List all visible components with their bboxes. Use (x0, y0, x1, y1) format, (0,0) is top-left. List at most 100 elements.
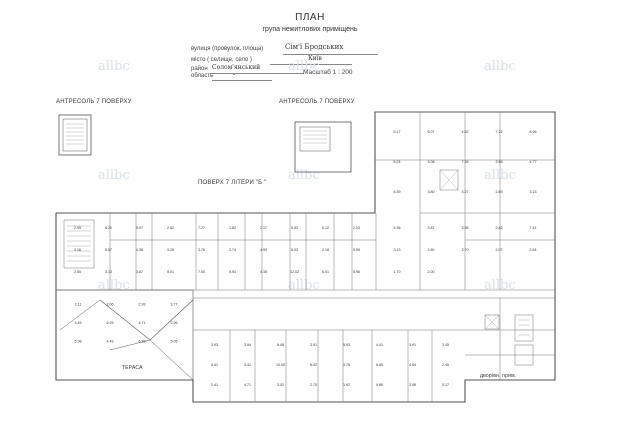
room-area-label: 3.94 (244, 343, 251, 347)
room-area-label: 7.26 (462, 160, 469, 164)
room-area-label: 1.82 (229, 226, 236, 230)
plan-subtitle: група нежитлових приміщень (262, 26, 358, 33)
room-area-label: 4.38 (136, 248, 143, 252)
room-area-label: 4.64 (409, 363, 416, 367)
room-area-label: 5.17 (394, 130, 401, 134)
room-area-label: 3.93 (211, 343, 218, 347)
room-area-label: 5.17 (442, 383, 449, 387)
room-area-label: 2.03 (353, 226, 360, 230)
room-area-label: 4.95 (260, 248, 267, 252)
room-area-label: 7.27 (198, 226, 205, 230)
watermark: allbc (288, 59, 320, 74)
room-area-label: 12.02 (290, 270, 299, 274)
room-area-label: 6.01 (322, 270, 329, 274)
room-area-label: 3.98 (409, 383, 416, 387)
room-area-label: 3.41 (244, 363, 251, 367)
room-area-label: 5.91 (291, 226, 298, 230)
room-area-label: 7.22 (496, 130, 503, 134)
room-area-label: 3.26 (167, 248, 174, 252)
room-area-label: 4.41 (376, 343, 383, 347)
city-label: місто ( селище, село ) (191, 57, 253, 63)
room-area-label: 2.06 (107, 302, 114, 306)
room-area-label: 5.05 (171, 340, 178, 344)
room-area-label: 3.70 (462, 248, 469, 252)
mezzanine-left-label: АНТРЕСОЛЬ 7 ПОВЕРХУ (56, 99, 132, 105)
region-label: область (191, 73, 214, 79)
room-area-label: 5.98 (75, 340, 82, 344)
room-area-label: 3.87 (136, 270, 143, 274)
room-area-label: 3.08 (428, 160, 435, 164)
room-area-label: 2.55 (74, 270, 81, 274)
room-area-label: 2.60 (428, 248, 435, 252)
street-underline (283, 54, 378, 55)
room-area-label: 7.41 (530, 226, 537, 230)
room-area-label: 7.00 (198, 270, 205, 274)
room-area-label: 6.03 (291, 248, 298, 252)
room-area-label: 2.99 (74, 226, 81, 230)
room-area-label: 2.17 (260, 226, 267, 230)
terrace-label: ТЕРАСА (122, 365, 143, 371)
room-area-label: 3.80 (428, 190, 435, 194)
scale-label: Масштаб 1 : 200 (303, 69, 353, 76)
room-area-label: 4.43 (107, 340, 114, 344)
two-level-label: дворівн. прим. (480, 373, 517, 379)
room-area-label: 8.96 (530, 130, 537, 134)
room-area-label: 2.89 (496, 190, 503, 194)
room-area-label: 4.77 (530, 160, 537, 164)
room-area-label: 3.13 (394, 248, 401, 252)
room-area-label: 3.76 (198, 248, 205, 252)
room-area-label: 1.92 (343, 383, 350, 387)
street-label: вулиця (провулок, площа) (191, 46, 264, 52)
room-area-label: 5.93 (343, 343, 350, 347)
room-area-label: 2.18 (322, 248, 329, 252)
room-area-label: 5.01 (167, 270, 174, 274)
room-area-label: 2.11 (75, 302, 82, 306)
room-area-label: 4.41 (211, 363, 218, 367)
room-area-label: 2.96 (171, 321, 178, 325)
room-area-label: 3.95 (462, 226, 469, 230)
room-area-label: 4.35 (260, 270, 267, 274)
region-value: - (233, 71, 236, 78)
room-area-label: 6.29 (107, 321, 114, 325)
watermark: allbc (98, 59, 130, 74)
room-area-label: 2.93 (139, 302, 146, 306)
room-area-label: 5.97 (136, 226, 143, 230)
room-area-label: 2.82 (496, 226, 503, 230)
city-value: Київ (308, 55, 322, 62)
room-area-label: 2.54 (530, 248, 537, 252)
district-underline (210, 73, 304, 74)
stair-hatching (66, 123, 530, 336)
room-area-label: 9.86 (376, 383, 383, 387)
room-area-label: 6.20 (105, 226, 112, 230)
room-area-label: 10.05 (276, 363, 285, 367)
district-label: район (191, 66, 208, 72)
mezzanine-right-label: АНТРЕСОЛЬ 7 ПОВЕРХУ (279, 99, 355, 105)
room-area-label: 3.13 (105, 270, 112, 274)
room-area-label: 2.62 (167, 226, 174, 230)
room-area-label: 3.13 (530, 190, 537, 194)
room-area-label: 4.71 (139, 321, 146, 325)
floor-main-label: ПОВЕРХ 7 ЛІТЕРИ "Б " (198, 180, 267, 186)
room-area-label: 3.87 (428, 226, 435, 230)
room-area-label: 6.39 (394, 190, 401, 194)
room-area-label: 5.07 (428, 130, 435, 134)
room-area-label: 2.74 (229, 248, 236, 252)
room-area-label: 3.77 (171, 302, 178, 306)
room-area-label: 5.36 (394, 226, 401, 230)
room-area-label: 3.16 (74, 248, 81, 252)
city-underline (270, 64, 352, 65)
room-area-label: 3.45 (442, 343, 449, 347)
room-area-label: 2.41 (211, 383, 218, 387)
room-area-label: 3.45 (75, 321, 82, 325)
room-area-label: 3.66 (496, 160, 503, 164)
plan-title: ПЛАН (295, 12, 325, 23)
room-area-label: 5.93 (229, 270, 236, 274)
room-area-label: 3.27 (462, 190, 469, 194)
room-area-label: 3.75 (343, 363, 350, 367)
room-area-label: 2.07 (496, 248, 503, 252)
room-area-label: 3.91 (310, 343, 317, 347)
watermark: allbc (98, 278, 130, 293)
interior-walls (56, 112, 555, 402)
